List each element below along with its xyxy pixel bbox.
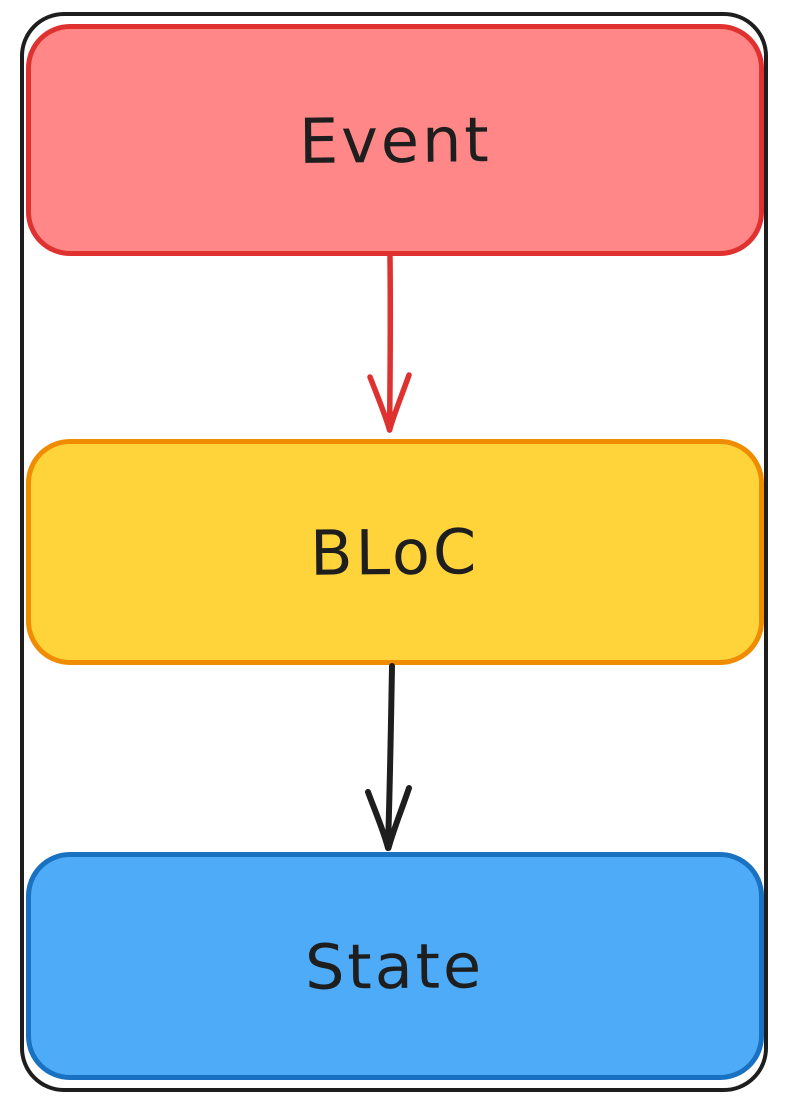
arrow-event-to-bloc-icon (367, 254, 412, 433)
arrow-bloc-to-state-icon (365, 663, 412, 851)
node-state-label: State (305, 928, 485, 1004)
node-bloc-label: BLoC (310, 514, 480, 590)
node-state[interactable]: State (26, 852, 764, 1080)
node-bloc[interactable]: BLoC (26, 439, 764, 665)
node-event-label: Event (298, 102, 492, 178)
node-event[interactable]: Event (26, 24, 764, 256)
outer-frame (20, 12, 768, 1092)
